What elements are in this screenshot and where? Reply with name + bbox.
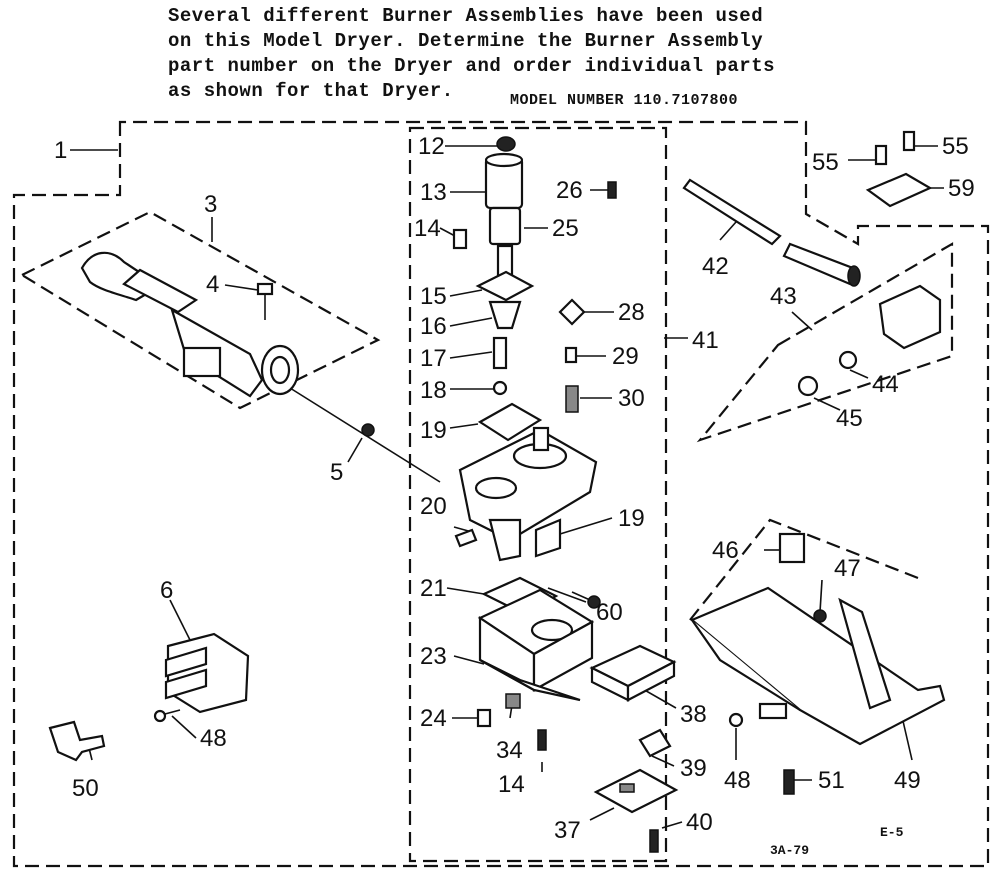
plate-part-37 (593, 768, 679, 814)
screw-part-48-right (728, 712, 744, 728)
callout-47: 47 (834, 555, 861, 582)
callout-14-upper: 14 (414, 215, 441, 242)
callout-29: 29 (612, 343, 639, 370)
instruction-note: Several different Burner Assemblies have… (168, 4, 888, 104)
callout-3: 3 (204, 191, 217, 218)
note-line-3: part number on the Dryer and order indiv… (168, 55, 775, 77)
callout-43: 43 (770, 283, 797, 310)
callout-28: 28 (618, 299, 645, 326)
callout-labels: 1 3 4 5 6 12 13 14 15 16 17 18 19 20 21 … (54, 133, 975, 844)
callout-40: 40 (686, 809, 713, 836)
ignitor-bracket-part-6 (164, 632, 250, 714)
burner-tube-envelope-3 (19, 210, 381, 410)
manifold-envelope-43 (696, 242, 954, 443)
callout-14-lower: 14 (498, 771, 525, 798)
callout-48-right: 48 (724, 767, 751, 794)
screw-part-51 (783, 769, 795, 795)
callout-19-upper: 19 (420, 417, 447, 444)
screw-part-4 (256, 282, 274, 320)
callout-49: 49 (894, 767, 921, 794)
callout-20: 20 (420, 493, 447, 520)
callout-60: 60 (596, 599, 623, 626)
bracket-part-49 (689, 586, 946, 746)
ignitor-part-50 (48, 720, 106, 762)
callout-25: 25 (552, 215, 579, 242)
callout-48-left: 48 (200, 725, 227, 752)
callout-59: 59 (948, 175, 975, 202)
gasket-part-19-lower (534, 518, 562, 558)
callout-42: 42 (702, 253, 729, 280)
callout-55-left: 55 (812, 149, 839, 176)
screws-24-34-14 (476, 693, 547, 751)
burner-tube-part-3 (80, 251, 300, 398)
bracket-envelope (689, 518, 919, 621)
callout-41: 41 (692, 327, 719, 354)
callout-17: 17 (420, 345, 447, 372)
burner-valve-boundary-41 (408, 126, 668, 863)
callout-45: 45 (836, 405, 863, 432)
part-26 (607, 181, 617, 199)
screw-part-20 (454, 528, 478, 548)
callout-16: 16 (420, 313, 447, 340)
flange-part-15 (475, 244, 535, 330)
callout-19-lower: 19 (618, 505, 645, 532)
clip-parts-55-59 (865, 130, 933, 208)
callout-24: 24 (420, 705, 447, 732)
callout-44: 44 (872, 371, 899, 398)
callout-34: 34 (496, 737, 523, 764)
screw-part-14-upper (452, 228, 468, 250)
callout-13: 13 (420, 179, 447, 206)
callout-37: 37 (554, 817, 581, 844)
callout-1: 1 (54, 137, 67, 164)
callout-6: 6 (160, 577, 173, 604)
ring-part-18 (492, 380, 508, 396)
orifice-part-5 (361, 423, 375, 437)
callout-18: 18 (420, 377, 447, 404)
screw-part-40 (649, 829, 659, 853)
callout-39: 39 (680, 755, 707, 782)
note-line-2: on this Model Dryer. Determine the Burne… (168, 30, 764, 52)
coil-part-13 (484, 152, 524, 246)
callout-23: 23 (420, 643, 447, 670)
gasket-part-19-upper (477, 402, 543, 442)
note-line-4: as shown for that Dryer. (168, 80, 454, 102)
tube-part-42 (682, 178, 861, 287)
callout-51: 51 (818, 767, 845, 794)
part-39 (638, 728, 672, 758)
date-code: 3A-79 (770, 843, 809, 858)
callout-46: 46 (712, 537, 739, 564)
callout-21: 21 (420, 575, 447, 602)
note-line-1: Several different Burner Assemblies have… (168, 5, 764, 27)
callout-38: 38 (680, 701, 707, 728)
callout-55-right: 55 (942, 133, 969, 160)
callout-50: 50 (72, 775, 99, 802)
plunger-part-17 (492, 336, 508, 370)
page-code: E-5 (880, 825, 904, 840)
callout-12: 12 (418, 133, 445, 160)
assembly-boundary-1 (12, 120, 990, 868)
model-number: MODEL NUMBER 110.7107800 (510, 92, 739, 109)
callout-4: 4 (206, 271, 219, 298)
valve-body (458, 426, 598, 562)
manifold-part-43 (797, 284, 942, 397)
housing-part-23 (477, 576, 595, 702)
screw-part-60 (571, 591, 601, 609)
callout-30: 30 (618, 385, 645, 412)
callout-26: 26 (556, 177, 583, 204)
clip-part-46 (778, 532, 827, 623)
callout-15: 15 (420, 283, 447, 310)
cap-part-12 (496, 136, 516, 152)
holder-part-38 (589, 644, 677, 702)
leader-lines (70, 145, 944, 829)
callout-5: 5 (330, 459, 343, 486)
valve-parts-28-30 (558, 298, 586, 413)
screw-part-48-left (153, 709, 181, 723)
